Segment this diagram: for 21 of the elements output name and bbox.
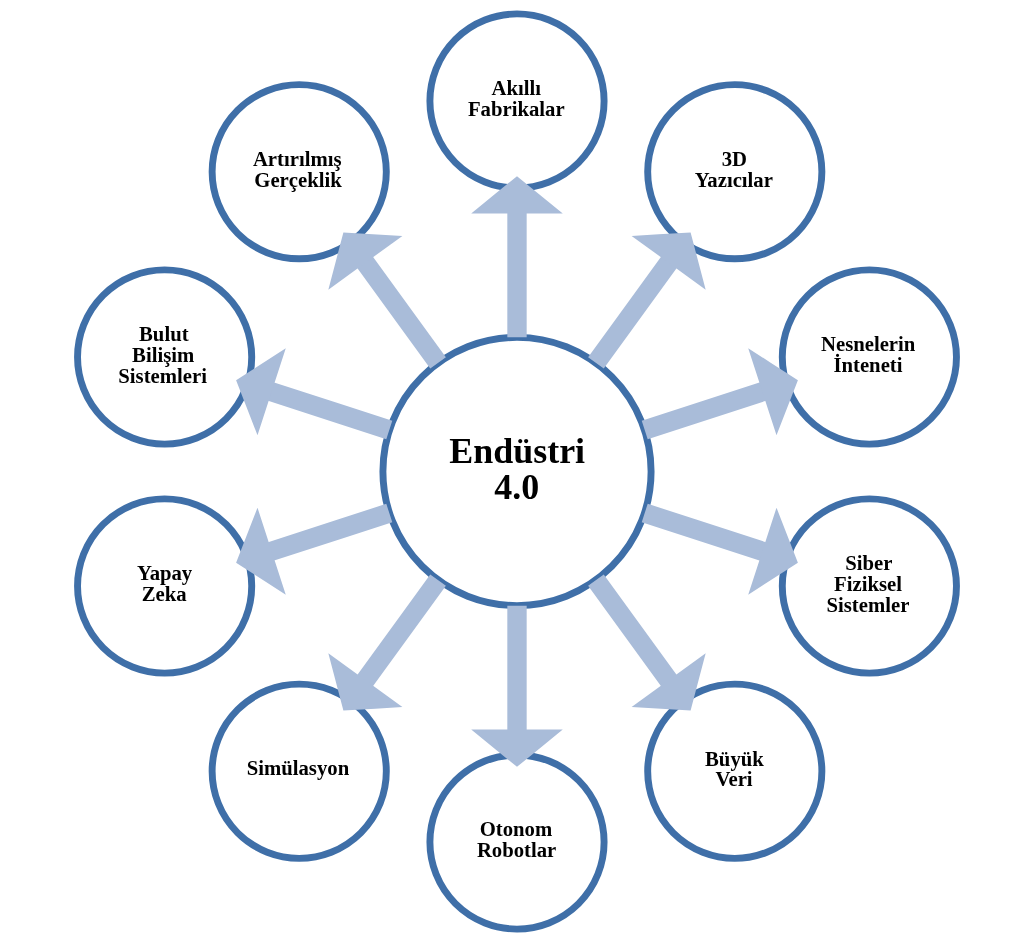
arrow: [235, 503, 392, 595]
arrow: [641, 503, 798, 595]
arrow: [641, 348, 798, 440]
node-circle: 3D Yazıcılar: [643, 81, 825, 263]
node-circle: Akıllı Fabrikalar: [425, 10, 608, 192]
node-circle: Otonom Robotlar: [425, 751, 608, 933]
arrow: [470, 176, 563, 338]
node-circle: Büyük Veri: [643, 680, 825, 862]
arrow: [327, 232, 446, 369]
node-circle: Simülasyon: [208, 680, 390, 862]
arrow: [470, 605, 563, 767]
node-circle: Bulut Bilişim Sistemleri: [73, 266, 255, 448]
arrow: [587, 232, 706, 369]
arrow: [327, 574, 446, 711]
arrow: [587, 574, 706, 711]
arrow: [235, 348, 392, 440]
node-circle: Siber Fiziksel Sistemler: [778, 495, 960, 677]
node-circle: Nesnelerin İnteneti: [778, 266, 960, 448]
node-circle: Yapay Zeka: [73, 495, 255, 677]
node-circle: Endüstri 4.0: [378, 333, 655, 610]
node-circle: Artırılmış Gerçeklik: [208, 81, 390, 263]
